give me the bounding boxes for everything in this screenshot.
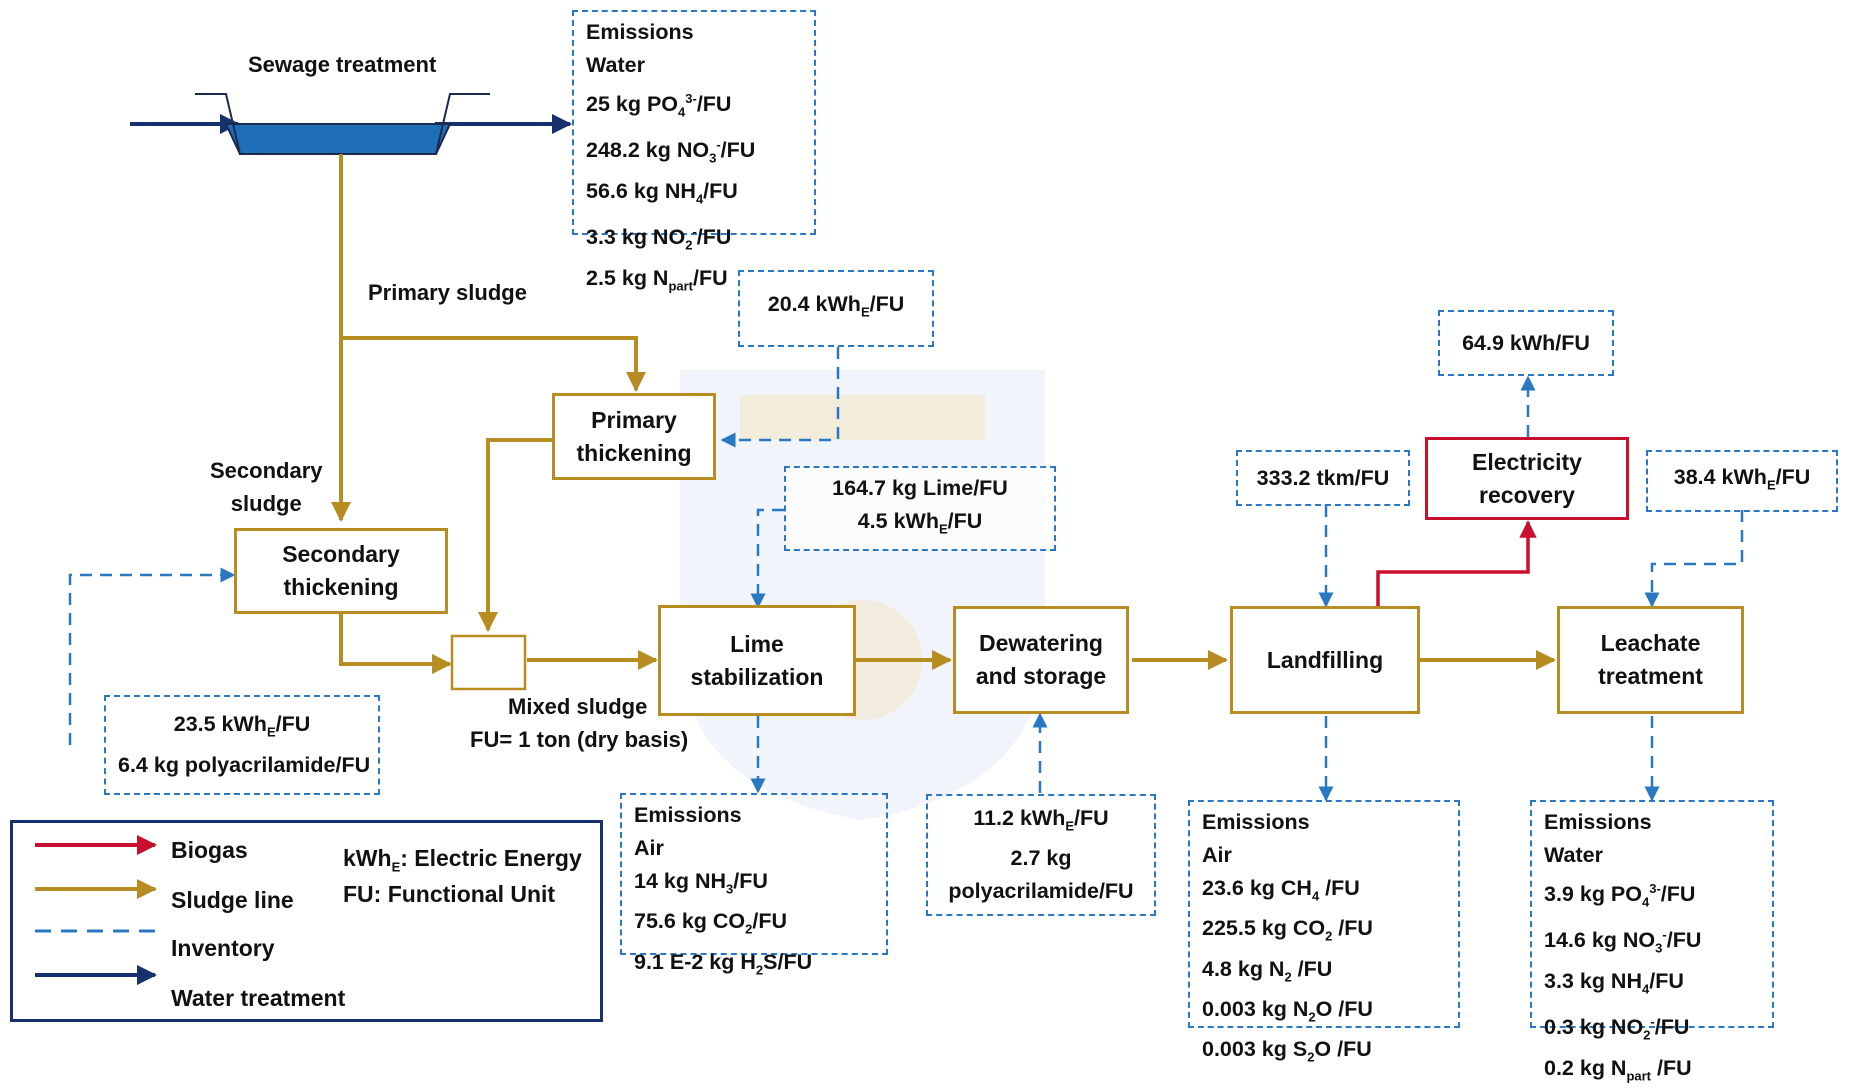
sewage-treatment-label: Sewage treatment bbox=[248, 52, 437, 77]
mixing-node bbox=[450, 634, 527, 691]
electricity-output-box: 64.9 kWh/FU bbox=[1438, 310, 1614, 376]
flow-connectors bbox=[68, 93, 1744, 802]
legend-fu-definition: FU: Functional Unit bbox=[343, 881, 556, 907]
functional-unit-label: FU= 1 ton (dry basis) bbox=[470, 727, 689, 752]
legend-biogas: Biogas bbox=[171, 837, 248, 863]
lime-emissions-box: Emissions Air 14 kg NH3/FU 75.6 kg CO2/F… bbox=[620, 793, 888, 977]
dewatering-input-box: 11.2 kWhE/FU 2.7 kg polyacrilamide/FU bbox=[926, 794, 1156, 916]
primary-sludge-label: Primary sludge bbox=[368, 280, 527, 305]
primary-thickening-input-box: 20.4 kWhE/FU bbox=[738, 270, 934, 347]
water-emissions-box: Emissions Water 25 kg PO43-/FU 248.2 kg … bbox=[572, 10, 816, 293]
landfill-emissions-box: Emissions Air 23.6 kg CH4 /FU 225.5 kg C… bbox=[1188, 800, 1460, 1064]
legend-sludge-line: Sludge line bbox=[171, 887, 294, 913]
legend-kwhe-definition: kWhE: Electric Energy bbox=[343, 845, 582, 875]
secondary-sludge-label: Secondary sludge bbox=[210, 458, 323, 516]
sewage-tank-icon bbox=[195, 93, 490, 155]
legend-water-treatment: Water treatment bbox=[171, 985, 346, 1011]
mixed-sludge-label: Mixed sludge bbox=[508, 694, 648, 719]
legend-inventory: Inventory bbox=[171, 935, 275, 961]
biogas-line bbox=[1376, 520, 1537, 608]
lime-input-box: 164.7 kg Lime/FU 4.5 kWhE/FU bbox=[784, 466, 1056, 551]
leachate-input-box: 38.4 kWhE/FU bbox=[1646, 450, 1838, 512]
inventory-lines bbox=[68, 347, 1744, 802]
legend-swatches bbox=[35, 835, 157, 985]
legend: Biogas Sludge line Inventory Water treat… bbox=[10, 820, 603, 1022]
leachate-emissions-box: Emissions Water 3.9 kg PO43-/FU 14.6 kg … bbox=[1530, 800, 1774, 1083]
sludge-line bbox=[331, 154, 1556, 674]
transport-input-box: 333.2 tkm/FU bbox=[1236, 450, 1410, 506]
landfilling-box: Landfilling bbox=[1230, 606, 1420, 714]
secondary-thickening-input-box: 23.5 kWhE/FU 6.4 kg polyacrilamide/FU bbox=[104, 695, 380, 795]
